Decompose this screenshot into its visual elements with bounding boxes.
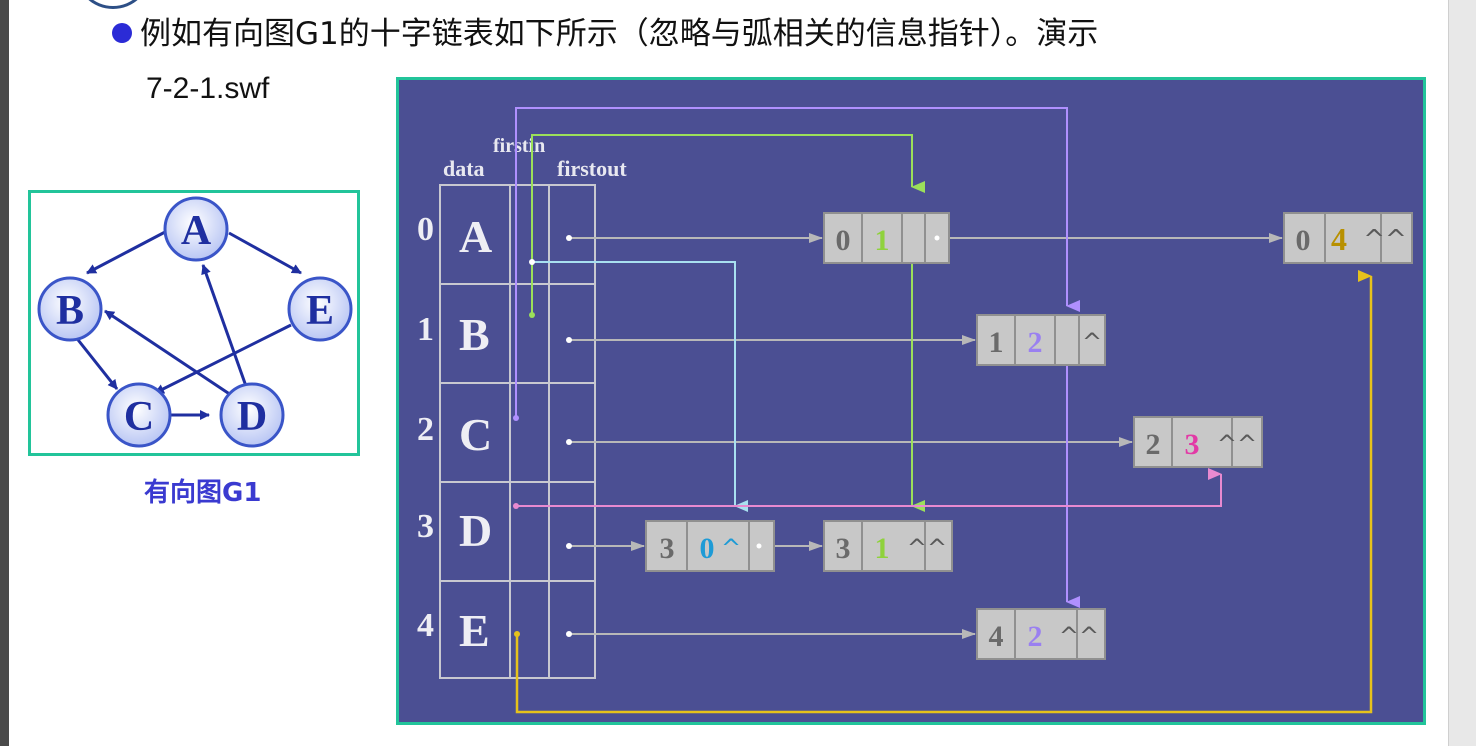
node-b: B: [37, 276, 103, 342]
arc-3-0-tail: 3: [660, 532, 675, 565]
arc-0-4-head: 4: [1331, 221, 1347, 257]
arc-3-1-head: 1: [875, 532, 890, 565]
demo-file-link[interactable]: 7-2-1.swf: [146, 72, 270, 105]
row-data-a: A: [459, 211, 492, 262]
dot-e-in: [514, 631, 520, 637]
dot-d-in: [513, 503, 519, 509]
row-data-b: B: [459, 309, 490, 360]
arc-3-0-flag: ^: [721, 534, 741, 562]
dot-e-out: [566, 631, 572, 637]
arc-0-4-flag: ^^: [1363, 225, 1407, 255]
arc-3-0-head: 0: [700, 532, 715, 565]
svg-text:B: B: [56, 288, 84, 334]
firstin-c: [515, 107, 1080, 418]
dot-d-out: [566, 543, 572, 549]
arc-4-2-head: 2: [1028, 620, 1043, 653]
arc-1-2-head: 2: [1028, 326, 1043, 359]
dot-a-in: [529, 259, 535, 265]
arc-3-1-tail: 3: [836, 532, 851, 565]
dot-c-out: [566, 439, 572, 445]
arc-1-2-flag: ^: [1082, 328, 1102, 356]
arc-node-0-4: 0 4 ^^: [1283, 212, 1413, 264]
node-e: E: [287, 276, 353, 342]
headline-text: 例如有向图G1的十字链表如下所示（忽略与弧相关的信息指针）。演示: [140, 16, 1099, 52]
orthogonal-list-svg: data firstin firstout 0 1 2 3 4 A B C D …: [417, 107, 1413, 714]
edge-d-b: [104, 309, 232, 397]
scrollbar-track[interactable]: [1448, 0, 1476, 746]
dot-b-out: [566, 337, 572, 343]
node-c: C: [106, 382, 172, 448]
arc-0-1-tail: 0: [836, 224, 851, 257]
row-data-c: C: [459, 409, 492, 460]
node-a: A: [163, 196, 229, 262]
orthogonal-list-panel: data firstin firstout 0 1 2 3 4 A B C D …: [396, 77, 1426, 725]
edge-d-a: [201, 264, 249, 390]
arc-2-3-flag: ^^: [1217, 430, 1257, 458]
arc-2-3-head: 3: [1185, 428, 1200, 461]
firstin-b: [531, 134, 925, 315]
edge-a-e: [228, 231, 302, 275]
edge-e-c: [154, 323, 292, 395]
row-index-3: 3: [417, 508, 434, 545]
row-data-d: D: [459, 505, 492, 556]
svg-text:C: C: [124, 394, 154, 440]
header-firstout: firstout: [557, 156, 627, 181]
arc-2-3-tail: 2: [1146, 428, 1161, 461]
arc-0-1-head: 1: [875, 224, 890, 257]
edge-a-b: [86, 229, 168, 275]
headline: 例如有向图G1的十字链表如下所示（忽略与弧相关的信息指针）。演示: [112, 8, 1098, 53]
dot-a-out: [566, 235, 572, 241]
arc-node-3-1: 3 1 ^^: [823, 520, 953, 572]
row-index-4: 4: [417, 607, 434, 644]
arc-4-2-tail: 4: [989, 620, 1004, 653]
arc-node-2-3: 2 3 ^^: [1133, 416, 1263, 468]
header-data: data: [443, 156, 485, 181]
arc-1-2-tail: 1: [989, 326, 1004, 359]
svg-text:A: A: [181, 208, 212, 254]
window-left-edge: [0, 0, 9, 746]
dot-b-in: [529, 312, 535, 318]
arc-0-4-tail: 0: [1296, 224, 1311, 257]
row-index-1: 1: [417, 311, 434, 348]
firstin-a: [532, 261, 748, 512]
svg-text:D: D: [237, 394, 267, 440]
dot-c-in: [513, 415, 519, 421]
firstin-e: [515, 270, 1373, 714]
graph-caption: 有向图G1: [144, 478, 262, 508]
node-d: D: [219, 382, 285, 448]
arc-node-3-0: 3 0 ^: [645, 520, 775, 572]
header-firstin: firstin: [493, 135, 545, 157]
row-index-0: 0: [417, 211, 434, 248]
svg-text:E: E: [306, 288, 334, 334]
arc-3-1-flag: ^^: [907, 534, 947, 562]
graph-g1-svg: A B E C D: [37, 196, 353, 448]
firstin-d: [516, 468, 1222, 507]
bullet-icon: [112, 22, 132, 43]
arc-node-0-1: 0 1: [823, 212, 950, 264]
arc-node-4-2: 4 2 ^^: [976, 608, 1106, 660]
arc-node-1-2: 1 2 ^: [976, 314, 1106, 366]
arc-4-2-flag: ^^: [1059, 622, 1099, 650]
graph-g1-panel: A B E C D: [28, 190, 360, 456]
row-index-2: 2: [417, 411, 434, 448]
row-data-e: E: [459, 605, 490, 656]
edge-b-c: [69, 330, 119, 390]
